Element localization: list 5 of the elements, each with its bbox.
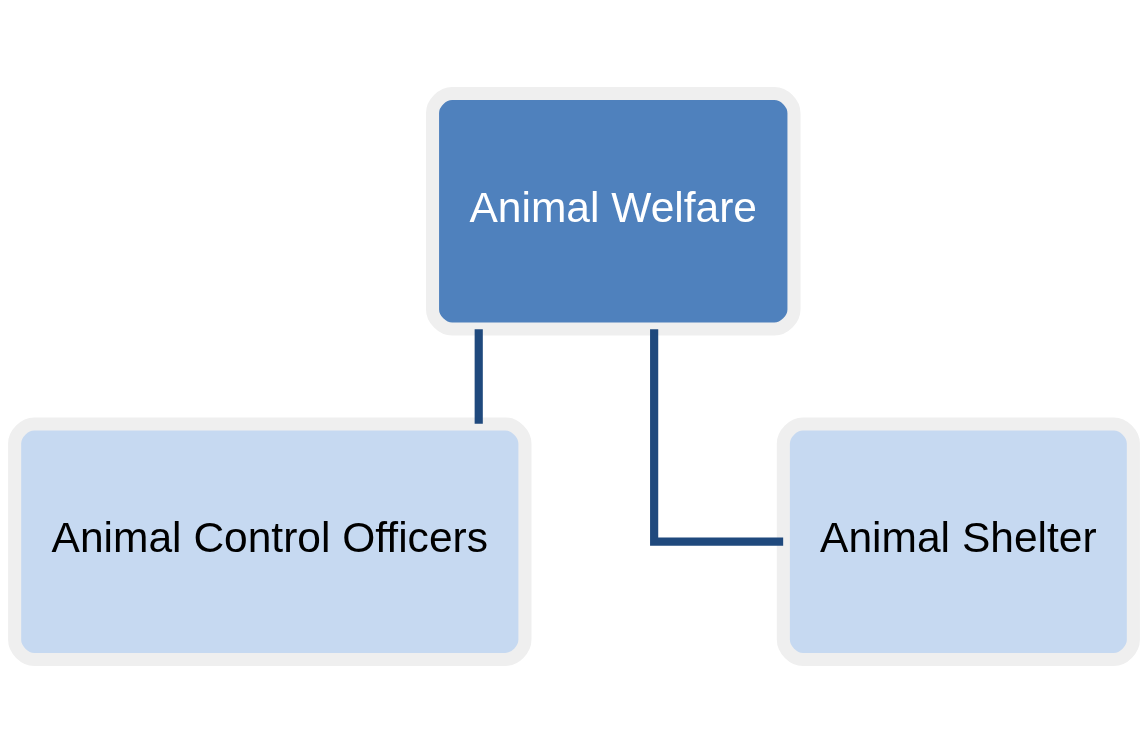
- connector: [474, 329, 483, 424]
- node-box: Animal Welfare: [425, 87, 801, 336]
- connector: [650, 329, 784, 546]
- node-box: Animal Shelter: [776, 417, 1140, 666]
- node-box: Animal Control Officers: [8, 417, 532, 666]
